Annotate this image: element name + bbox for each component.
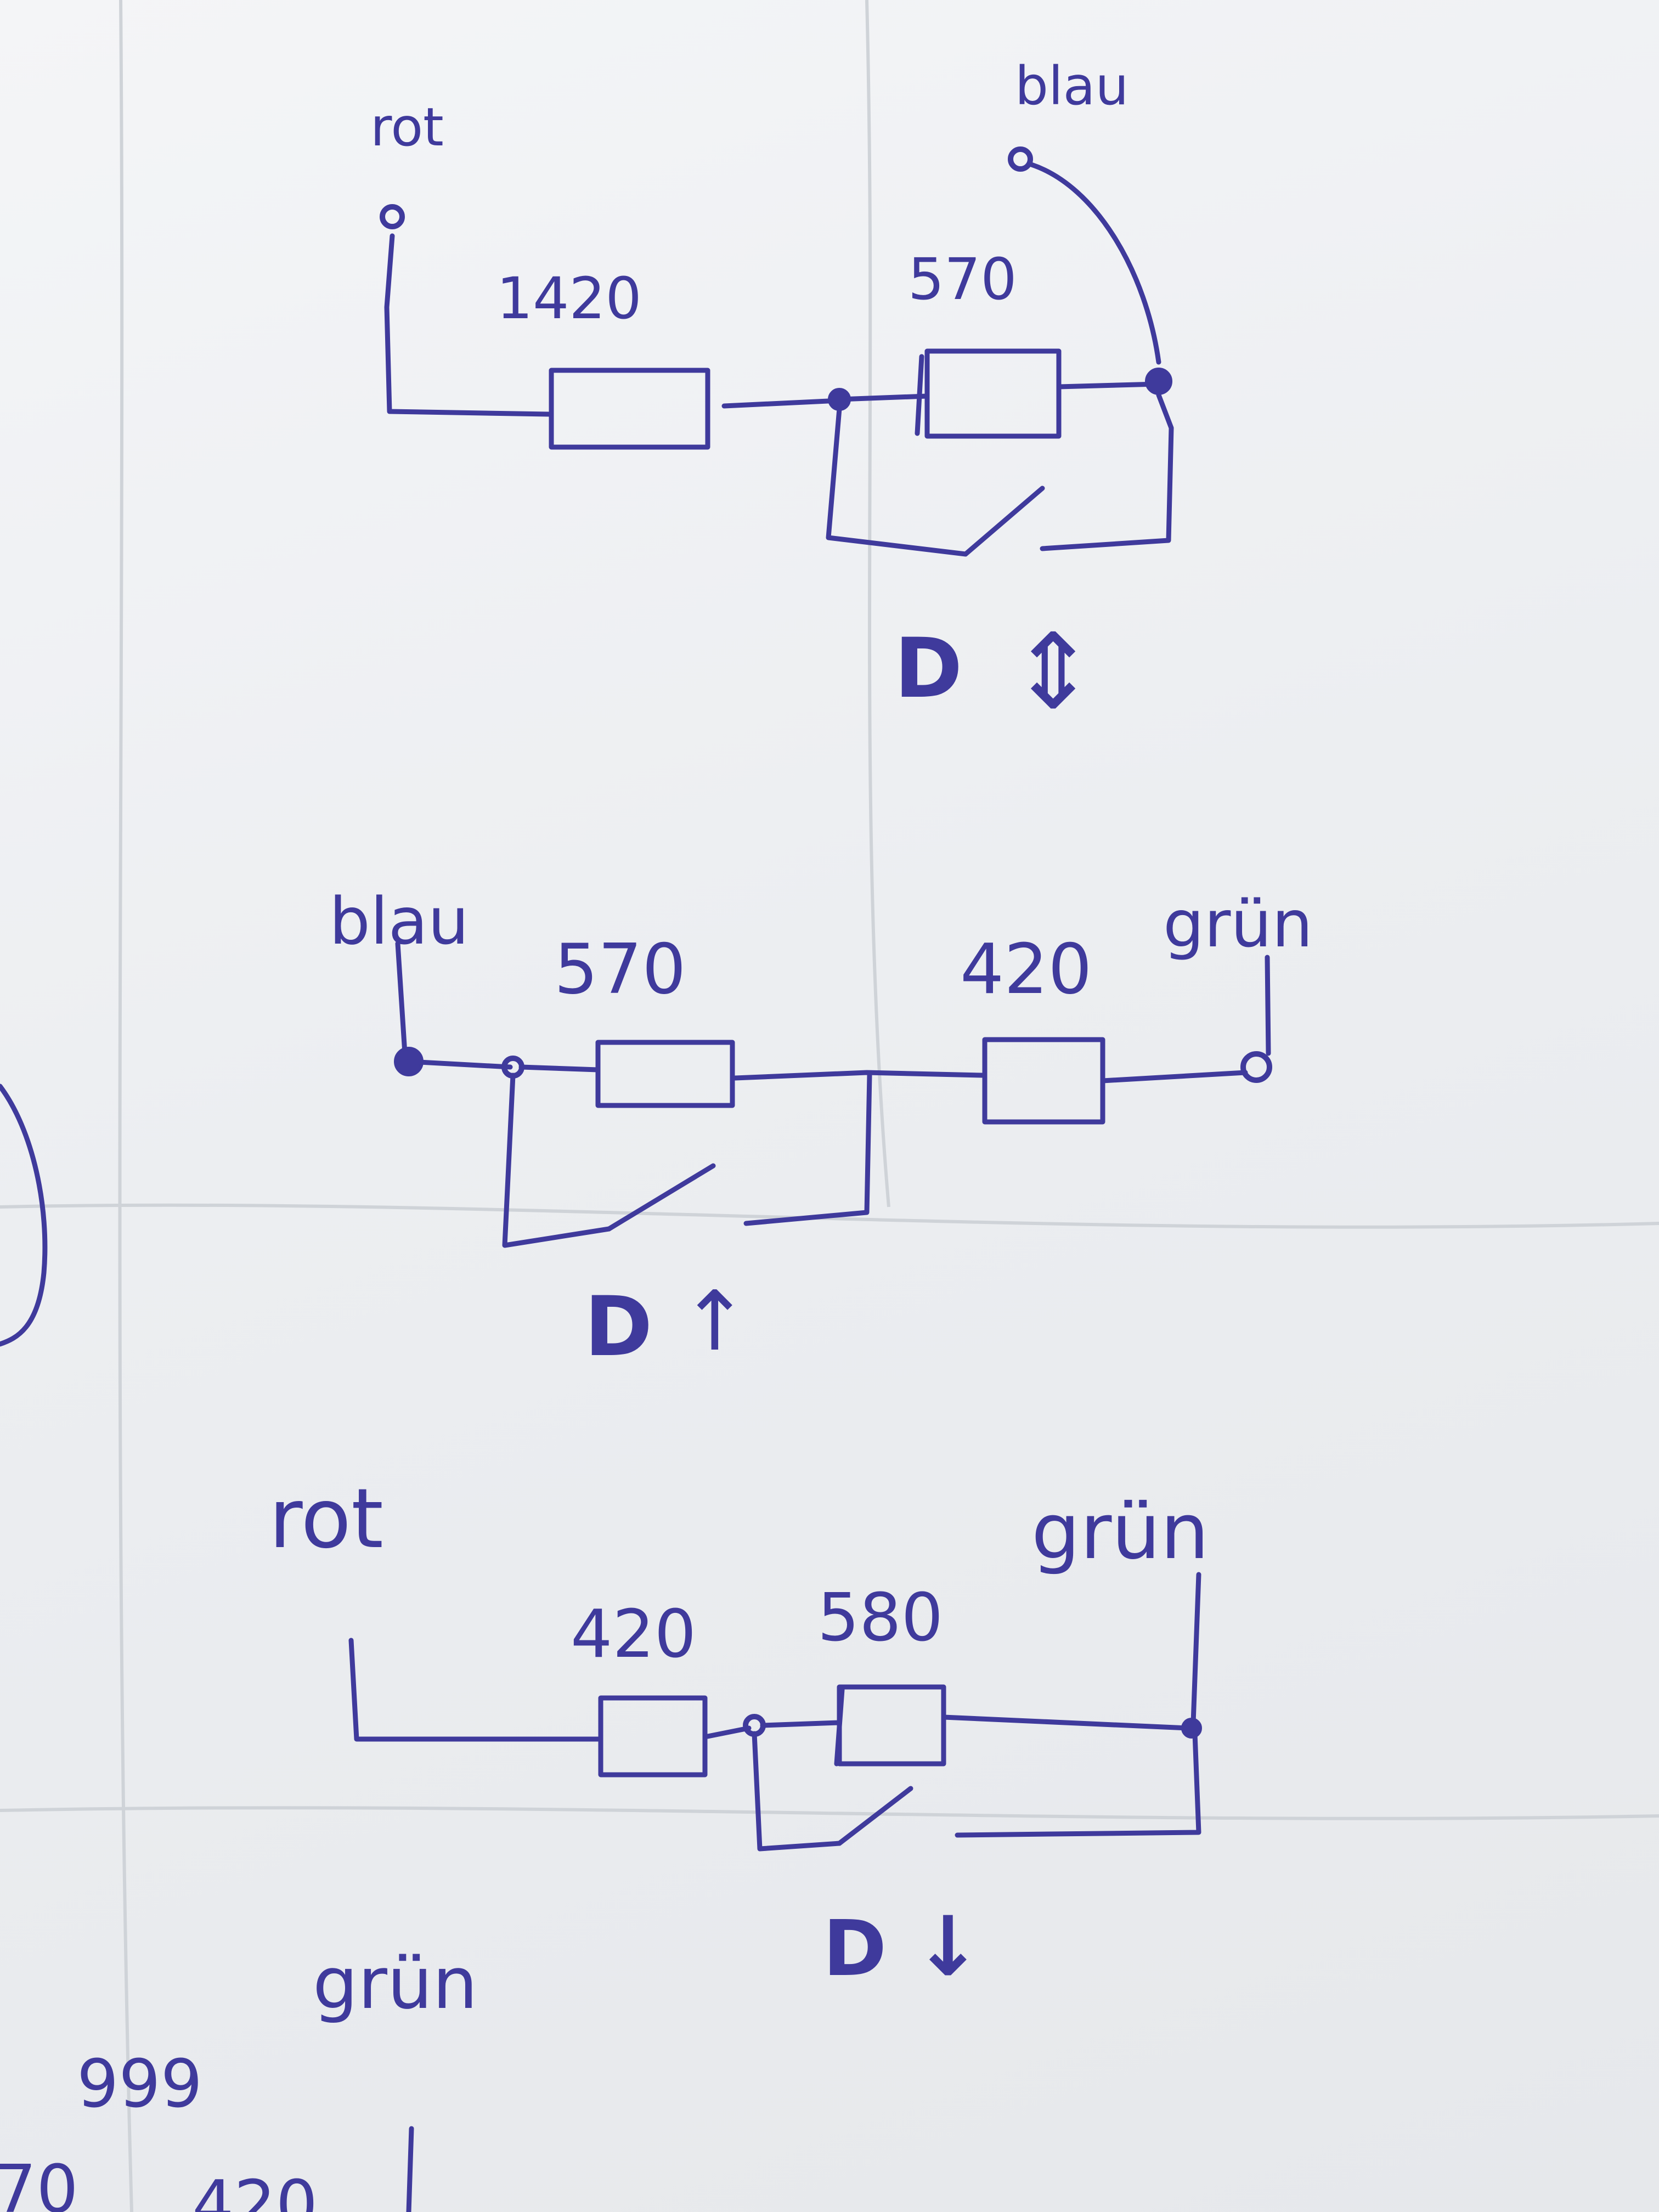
- bypass-wire: [955, 1731, 1201, 1838]
- bypass-wire: [826, 406, 968, 557]
- bypass-wire: [752, 1731, 842, 1852]
- left-terminal-label: rot: [370, 97, 444, 158]
- terminal-node-left: [380, 204, 405, 229]
- junction-node: [1145, 368, 1172, 395]
- bypass-wire: [502, 1073, 612, 1248]
- left-terminal-label: rot: [269, 1471, 383, 1567]
- right-terminal-label: grün: [1031, 1487, 1209, 1577]
- resistor-2-value: 420: [960, 929, 1092, 1009]
- bypass-wire: [1040, 392, 1174, 551]
- circuit-3: rot grün 420 580 D ↓: [269, 1471, 1209, 1995]
- resistor-2: [982, 1037, 1105, 1125]
- double-arrow-icon: ⇕: [1009, 611, 1097, 732]
- resistor-tick: [834, 1687, 845, 1767]
- wire: [705, 1725, 752, 1739]
- wire-fragment: [406, 2126, 414, 2212]
- down-arrow-icon: ↓: [913, 1899, 983, 1995]
- wire: [518, 1064, 601, 1073]
- resistor-tick: [915, 354, 924, 436]
- wire: [721, 398, 842, 409]
- marker-letter: D: [823, 1904, 887, 1994]
- junction-node: [1181, 1718, 1202, 1739]
- wire: [1190, 1572, 1201, 1725]
- wire: [1100, 1070, 1248, 1084]
- resistor-1: [549, 368, 710, 450]
- switch: [606, 1163, 716, 1232]
- right-terminal-label: grün: [1163, 886, 1313, 962]
- wire: [384, 233, 551, 417]
- note-number: 999: [77, 2046, 202, 2123]
- wire: [837, 393, 930, 402]
- note-label: grün: [313, 1942, 478, 2025]
- note-partial-left: 70: [0, 2152, 78, 2212]
- right-terminal-label: blau: [1015, 55, 1128, 117]
- wire: [760, 1720, 842, 1728]
- marker-letter: D: [584, 1279, 653, 1375]
- resistor-1: [598, 1695, 708, 1778]
- resistor-2: [837, 1684, 946, 1767]
- terminal-node-right: [1008, 146, 1033, 172]
- resistor-2-value: 580: [817, 1580, 943, 1656]
- wire: [395, 941, 408, 1056]
- switch: [963, 486, 1045, 557]
- resistor-1-value: 1420: [496, 265, 642, 332]
- left-terminal-label: blau: [329, 883, 469, 959]
- switch: [837, 1786, 913, 1846]
- margin-stroke: [0, 1084, 48, 1347]
- wire: [732, 1070, 985, 1081]
- resistor-2: [924, 348, 1062, 439]
- wire: [941, 1714, 1190, 1731]
- up-arrow-icon: ↑: [680, 1274, 749, 1369]
- resistor-1-value: 420: [571, 1596, 696, 1673]
- resistor-1: [595, 1040, 735, 1108]
- bypass-wire: [743, 1073, 872, 1226]
- note-partial-right: 420: [192, 2167, 318, 2212]
- resistor-2-value: 570: [908, 246, 1017, 313]
- wire: [1056, 381, 1160, 390]
- wire: [348, 1638, 601, 1742]
- wire: [1265, 955, 1271, 1056]
- circuit-1: rot blau 1420 570 D ⇕: [370, 55, 1174, 732]
- wire: [1029, 162, 1161, 365]
- resistor-1-value: 570: [554, 929, 686, 1009]
- marker-letter: D: [894, 621, 963, 716]
- bottom-notes: grün 999 70 420: [0, 1942, 478, 2212]
- terminal-node-right: [1240, 1051, 1272, 1083]
- circuit-2: blau grün 570 420 D ↑: [329, 883, 1313, 1375]
- wire: [406, 1059, 513, 1070]
